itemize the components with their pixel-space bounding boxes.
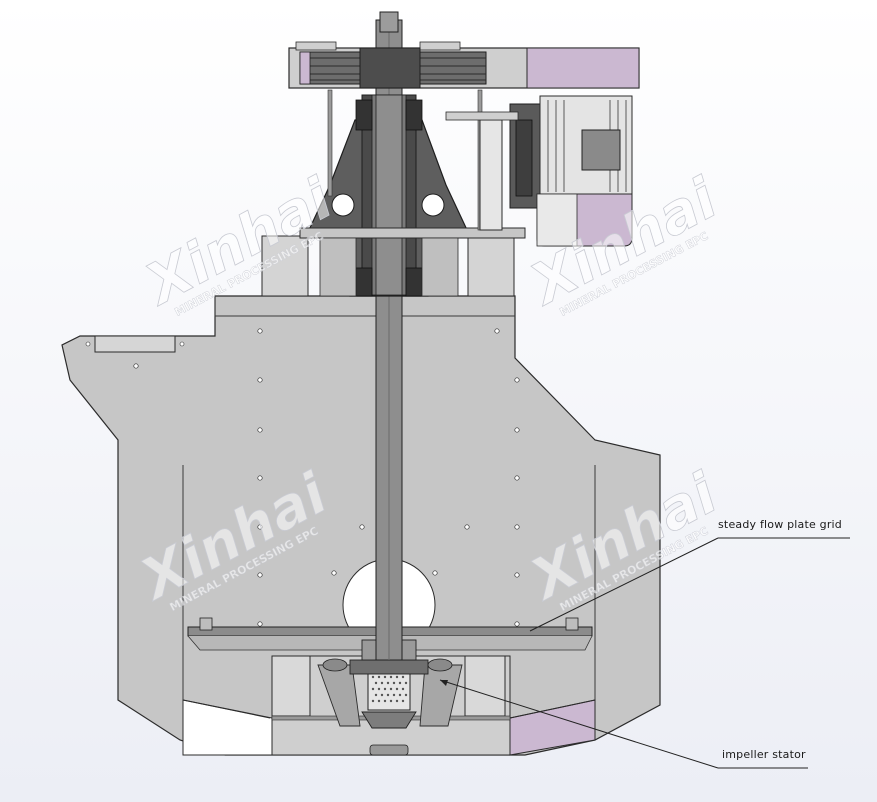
callout-leader-grid — [529, 537, 850, 632]
bearing-support-frame — [261, 89, 526, 297]
pulley — [299, 47, 487, 89]
impeller-stator-assembly — [271, 639, 511, 756]
overflow-lip — [85, 335, 185, 353]
belt-guard — [288, 41, 640, 89]
callout-label-impeller-stator: impeller stator — [722, 748, 806, 761]
bolt-holes — [133, 328, 520, 627]
callout-label-steady-flow-plate-grid: steady flow plate grid — [718, 518, 842, 531]
drive-motor — [445, 95, 633, 247]
callout-leader-stator — [439, 679, 808, 769]
